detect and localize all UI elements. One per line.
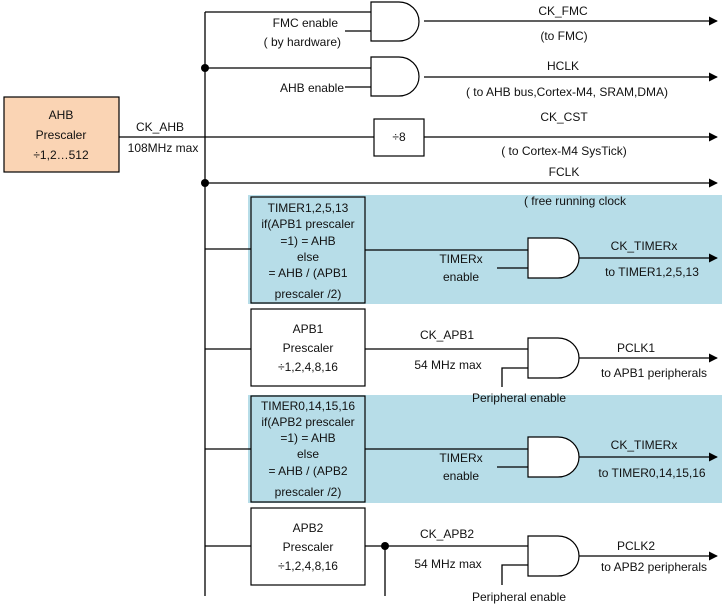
timer-a-enable-sublabel: enable — [443, 270, 479, 284]
apb1-peripheral-enable-label: Peripheral enable — [472, 391, 566, 405]
ck-cst-label: CK_CST — [540, 110, 588, 124]
timer-a-and-gate — [527, 237, 580, 279]
ck-cst-dest-label: ( to Cortex-M4 SysTick) — [501, 144, 627, 158]
pclk1-label: PCLK1 — [617, 341, 655, 355]
timer-b-dest-label: to TIMER0,14,15,16 — [598, 466, 706, 480]
timer-b-and-gate — [527, 436, 580, 478]
fmc-enable-sublabel: ( by hardware) — [264, 35, 341, 49]
apb2-prescaler-line2: Prescaler — [283, 540, 334, 554]
hclk-dest-label: ( to AHB bus,Cortex-M4, SRAM,DMA) — [466, 85, 668, 99]
apb1-prescaler-box — [250, 308, 366, 387]
ck-ahb-max-label: 108MHz max — [128, 141, 199, 155]
apb1-prescaler-line2: Prescaler — [283, 341, 334, 355]
hclk-and-gate — [370, 56, 420, 97]
apb2-prescaler-line3: ÷1,2,4,8,16 — [278, 559, 338, 573]
fmc-enable-label: FMC enable — [273, 16, 339, 30]
fclk-label: FCLK — [549, 165, 580, 179]
timer-b-line6: prescaler /2) — [275, 485, 342, 499]
ahb-enable-label: AHB enable — [280, 81, 344, 95]
timer-a-enable-label: TIMERx — [439, 252, 482, 266]
apb1-prescaler-line3: ÷1,2,4,8,16 — [278, 360, 338, 374]
apb1-and-gate — [527, 337, 580, 379]
ck-fmc-dest-label: (to FMC) — [540, 29, 587, 43]
timer-a-line4: else — [297, 250, 319, 264]
timer-b-line1: TIMER0,14,15,16 — [261, 399, 355, 413]
ahb-prescaler-line1: AHB — [49, 108, 74, 122]
ahb-prescaler-line2: Prescaler — [36, 128, 87, 142]
apb2-peripheral-enable-label: Peripheral enable — [472, 590, 566, 604]
pclk2-dest-label: to APB2 peripherals — [601, 560, 707, 574]
fmc-and-gate — [370, 1, 420, 42]
apb1-enable-line — [501, 367, 528, 387]
ck-ahb-label: CK_AHB — [136, 120, 184, 134]
timer-a-line1: TIMER1,2,5,13 — [268, 201, 349, 215]
apb2-and-gate — [527, 535, 580, 577]
timer-b-enable-sublabel: enable — [443, 469, 479, 483]
apb1-prescaler-line1: APB1 — [293, 322, 324, 336]
timer-b-enable-label: TIMERx — [439, 451, 482, 465]
timer-a-line3: =1) = AHB — [280, 234, 335, 248]
apb2-prescaler-line1: APB2 — [293, 521, 324, 535]
timer-a-dest-label: to TIMER1,2,5,13 — [605, 265, 699, 279]
timer-a-line2: if(APB1 prescaler — [261, 217, 354, 231]
timer-a-out-label: CK_TIMERx — [611, 239, 678, 253]
hclk-label: HCLK — [547, 59, 579, 73]
ahb-prescaler-line3: ÷1,2…512 — [33, 148, 89, 162]
apb2-max-label: 54 MHz max — [414, 557, 481, 571]
pclk2-label: PCLK2 — [617, 539, 655, 553]
ck-fmc-label: CK_FMC — [538, 4, 588, 18]
fclk-dest-label: ( free running clock — [524, 194, 627, 208]
timer-b-line5: = AHB / (APB2 — [268, 464, 347, 478]
timer-b-line2: if(APB2 prescaler — [261, 415, 354, 429]
timer-a-line6: prescaler /2) — [275, 287, 342, 301]
apb2-prescaler-box — [250, 507, 366, 586]
timer-b-line4: else — [297, 447, 319, 461]
apb2-enable-line — [501, 564, 528, 585]
cst-divider-label: ÷8 — [392, 130, 406, 144]
ck-apb1-label: CK_APB1 — [420, 328, 474, 342]
timer-b-out-label: CK_TIMERx — [611, 438, 678, 452]
ck-apb2-label: CK_APB2 — [420, 527, 474, 541]
apb1-max-label: 54 MHz max — [414, 358, 481, 372]
timer-a-line5: = AHB / (APB1 — [268, 266, 347, 280]
pclk1-dest-label: to APB1 peripherals — [601, 366, 707, 380]
timer-b-line3: =1) = AHB — [280, 431, 335, 445]
ahb-prescaler-box — [3, 96, 120, 173]
